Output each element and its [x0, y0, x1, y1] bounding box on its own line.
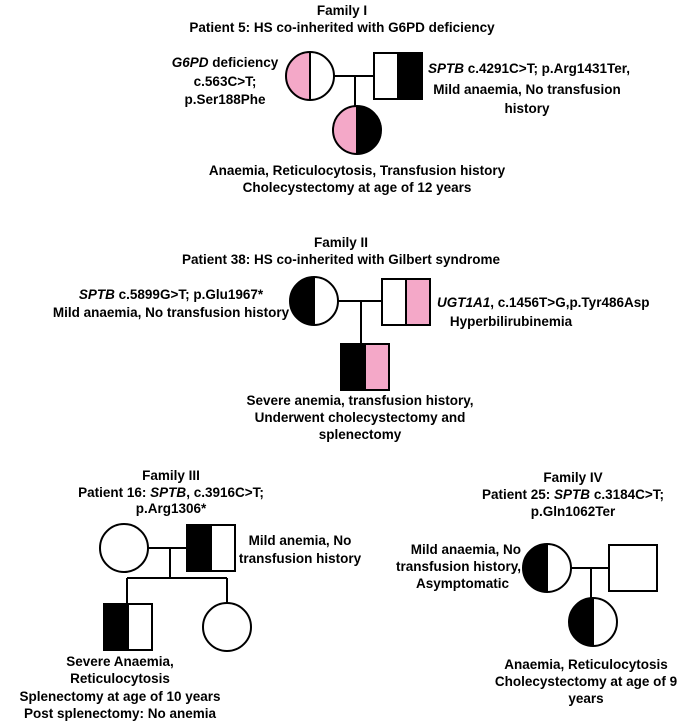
- father-line1: , c.1456T>G,p.Tyr486Asp: [490, 295, 650, 310]
- family4-mother-symbol: [522, 543, 572, 593]
- gene-name: SPTB: [78, 287, 115, 302]
- half-fill-pink-left: [286, 52, 310, 100]
- family1-father-symbol: [373, 52, 423, 100]
- family4-child-symbol: [568, 597, 618, 647]
- family1-father-phenotype-2: history: [504, 101, 550, 116]
- family3-title: Family III: [142, 468, 200, 483]
- family4-child-phenotype: Anaemia, Reticulocytosis: [504, 657, 668, 672]
- family2-father-phenotype: Hyperbilirubinemia: [449, 314, 573, 329]
- gene-name: SPTB: [554, 487, 591, 502]
- family2-father-label: UGT1A1, c.1456T>G,p.Tyr486Asp: [437, 294, 649, 311]
- family2-father-symbol: [381, 278, 431, 326]
- family2-mother-symbol: [289, 276, 339, 326]
- family1-child-phenotype-2: Cholecystectomy at age of 12 years: [242, 180, 472, 195]
- family3-child-phenotype-2: Reticulocytosis: [70, 671, 170, 686]
- family1-pedigree: [285, 51, 423, 155]
- family1-mother-label: G6PD deficiency: [172, 54, 279, 71]
- family3-pedigree: [99, 523, 252, 652]
- mother-line1: deficiency: [208, 55, 279, 70]
- family4-subtitle-2: p.Gln1062Ter: [530, 504, 616, 519]
- gene-name: SPTB: [150, 485, 187, 500]
- family1-mother-protein: p.Ser188Phe: [184, 92, 266, 107]
- family2-pedigree: [289, 276, 431, 391]
- family4-mother-phenotype: Mild anaemia, No: [410, 542, 521, 557]
- family4-child-phenotype-3: years: [568, 691, 604, 706]
- family2-subtitle: Patient 38: HS co-inherited with Gilbert…: [181, 252, 501, 267]
- half-fill-black-right: [398, 53, 422, 99]
- gene-name: UGT1A1: [437, 295, 491, 310]
- gene-name: SPTB: [428, 61, 465, 76]
- family1-subtitle: Patient 5: HS co-inherited with G6PD def…: [189, 20, 495, 35]
- family3-child-phenotype: Severe Anaemia,: [66, 654, 174, 669]
- family1-child-symbol: [332, 105, 382, 155]
- family1-father-label: SPTB c.4291C>T; p.Arg1431Ter,: [428, 60, 630, 77]
- family4-title: Family IV: [543, 470, 603, 485]
- family2-mother-phenotype: Mild anaemia, No transfusion history: [52, 305, 290, 320]
- family2-mother-label: SPTB c.5899G>T; p.Glu1967*: [79, 286, 263, 303]
- family1-mother-variant: c.563C>T;: [193, 74, 257, 89]
- family3-father-phenotype: Mild anemia, No: [248, 533, 352, 548]
- family3-child-phenotype-4: Post splenectomy: No anemia: [23, 706, 217, 721]
- family1-child-phenotype: Anaemia, Reticulocytosis, Transfusion hi…: [208, 163, 506, 178]
- subtitle-pre: Patient 16:: [78, 485, 151, 500]
- subtitle-post: c.3184C>T;: [590, 487, 664, 502]
- family4-mother-phenotype-3: Asymptomatic: [415, 576, 509, 591]
- family1-title: Family I: [316, 3, 368, 18]
- family4-mother-phenotype-2: transfusion history,: [395, 559, 521, 574]
- family3-child-phenotype-3: Splenectomy at age of 10 years: [19, 689, 221, 704]
- subtitle-pre: Patient 25:: [482, 487, 555, 502]
- family4-child-phenotype-2: Cholecystectomy at age of 9: [494, 674, 678, 689]
- family2-title: Family II: [313, 235, 369, 250]
- family4-subtitle: Patient 25: SPTB c.3184C>T;: [482, 486, 664, 503]
- family2-child-symbol: [340, 343, 390, 391]
- family1-mother-symbol: [285, 51, 335, 101]
- family3-father-symbol: [186, 524, 236, 572]
- family2-child-phenotype-2: Underwent cholecystectomy and: [254, 410, 466, 425]
- subtitle-post: , c.3916C>T;: [186, 485, 264, 500]
- family2-child-phenotype-3: splenectomy: [318, 427, 402, 442]
- family4-father-symbol: [608, 544, 658, 592]
- family3-father-phenotype-2: transfusion history: [238, 551, 362, 566]
- family3-subtitle-2: p.Arg1306*: [135, 501, 207, 516]
- father-line1: c.4291C>T; p.Arg1431Ter,: [464, 61, 630, 76]
- family2-child-phenotype: Severe anemia, transfusion history,: [246, 393, 474, 408]
- mother-line1: c.5899G>T; p.Glu1967*: [114, 287, 264, 302]
- family3-son-symbol: [103, 603, 153, 651]
- family3-subtitle: Patient 16: SPTB, c.3916C>T;: [78, 484, 264, 501]
- family3-mother-symbol: [99, 523, 149, 573]
- family1-father-phenotype: Mild anaemia, No transfusion: [433, 82, 621, 97]
- family3-daughter-symbol: [202, 602, 252, 652]
- gene-name: G6PD: [171, 55, 209, 70]
- family4-pedigree: [522, 543, 658, 647]
